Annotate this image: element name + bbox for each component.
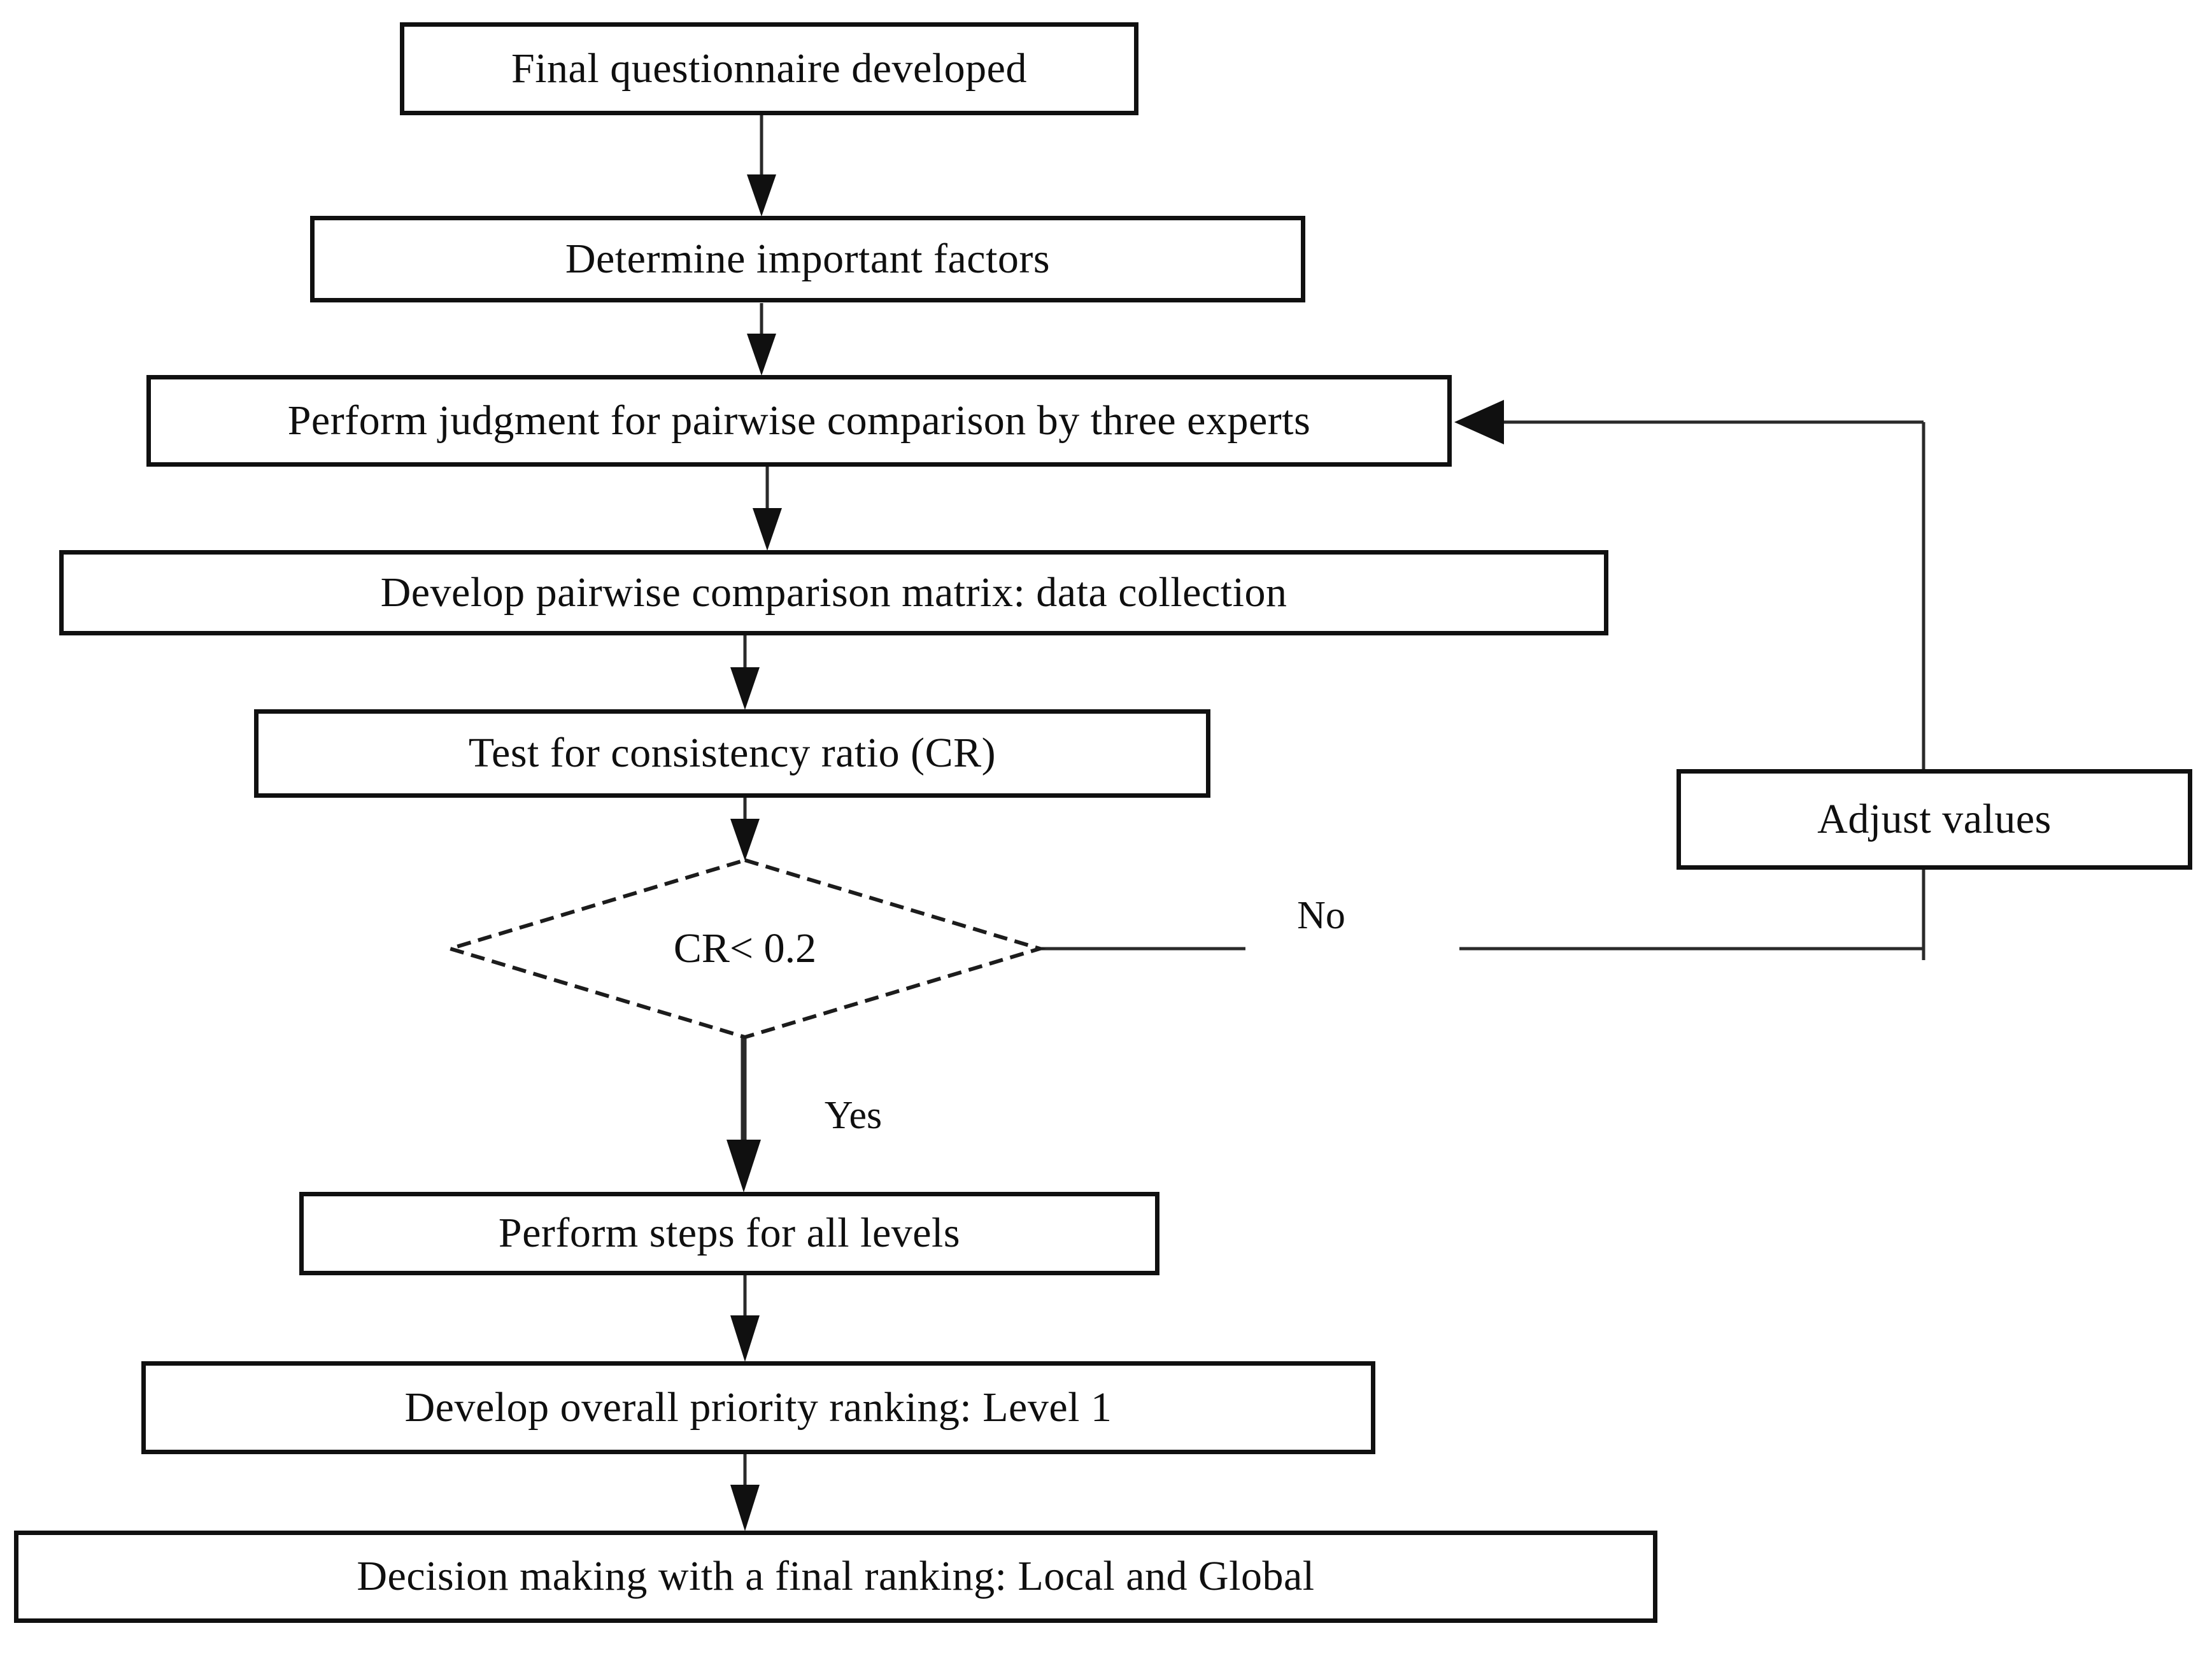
node-adjust-values: Adjust values (1677, 769, 2192, 870)
decision-diamond-shape (443, 858, 1047, 1040)
edge-label-yes: Yes (824, 1093, 883, 1137)
arrowhead-yes-into-steps (727, 1140, 761, 1192)
arrowhead-into-testcr (730, 667, 760, 710)
arrowhead-into-determine (747, 174, 776, 216)
node-decision-making: Decision making with a final ranking: Lo… (14, 1531, 1657, 1623)
node-develop-matrix: Develop pairwise comparison matrix: data… (59, 550, 1608, 635)
arrowhead-into-judgment (747, 334, 776, 376)
node-final-questionnaire: Final questionnaire developed (400, 22, 1138, 115)
node-determine-factors: Determine important factors (310, 216, 1305, 302)
node-priority-ranking: Develop overall priority ranking: Level … (141, 1361, 1375, 1454)
node-perform-judgment: Perform judgment for pairwise comparison… (146, 375, 1452, 467)
arrowhead-return-into-judgment (1454, 400, 1504, 444)
arrowhead-into-decision (730, 819, 760, 861)
arrowhead-into-ranking (730, 1315, 760, 1362)
edge-label-no: No (1297, 893, 1345, 937)
decision-label: CR< 0.2 (673, 925, 817, 972)
arrowhead-into-decisionmaking (730, 1485, 760, 1531)
node-perform-steps: Perform steps for all levels (299, 1192, 1159, 1275)
arrowhead-into-matrix (753, 508, 782, 551)
node-test-cr: Test for consistency ratio (CR) (254, 709, 1210, 798)
